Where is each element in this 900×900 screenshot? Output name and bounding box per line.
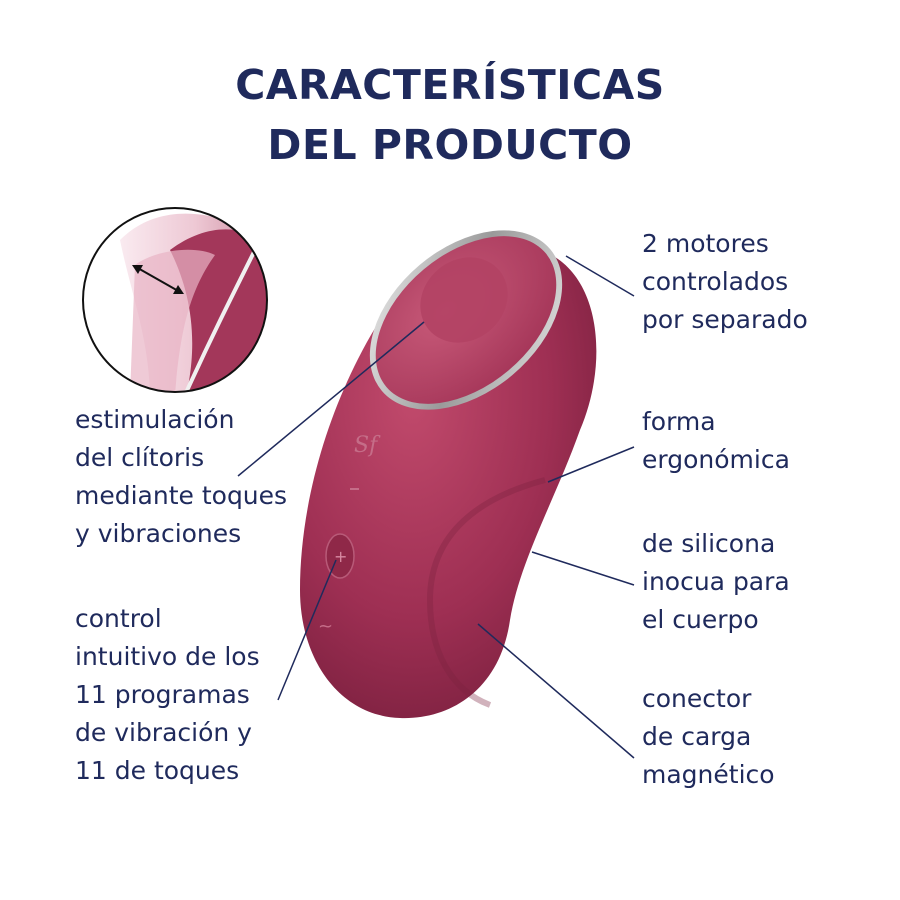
feature-line: forma	[642, 407, 716, 436]
feature-line: el cuerpo	[642, 605, 759, 634]
feature-silicone: de silicona inocua para el cuerpo	[642, 525, 790, 639]
feature-clitoral-stimulation: estimulación del clítoris mediante toque…	[75, 401, 287, 553]
page-title: CARACTERÍSTICAS DEL PRODUCTO	[0, 55, 900, 175]
device-suction-opening	[420, 257, 508, 343]
feature-line: de silicona	[642, 529, 776, 558]
leader-line-clitoris	[237, 321, 425, 477]
feature-line: control	[75, 604, 162, 633]
feature-line: mediante toques	[75, 481, 288, 510]
feature-line: conector	[642, 684, 752, 713]
feature-line: inocua para	[642, 567, 790, 596]
feature-line: por separado	[642, 305, 808, 334]
leader-line-shape	[547, 446, 635, 483]
double-arrow-icon	[132, 265, 184, 294]
feature-line: y vibraciones	[75, 519, 242, 548]
feature-ergonomic-shape: forma ergonómica	[642, 403, 790, 479]
leader-line-silicone	[531, 551, 635, 586]
feature-magnetic-charger: conector de carga magnético	[642, 680, 775, 794]
title-line-1: CARACTERÍSTICAS	[235, 61, 665, 109]
feature-line: de vibración y	[75, 718, 252, 747]
feature-line: 11 programas	[75, 680, 250, 709]
feature-intuitive-control: control intuitivo de los 11 programas de…	[75, 600, 260, 790]
leader-line-motors	[565, 255, 635, 297]
leader-line-charger	[477, 623, 635, 759]
device-contour	[426, 477, 546, 708]
feature-line: del clítoris	[75, 443, 205, 472]
feature-line: ergonómica	[642, 445, 790, 474]
feature-line: controlados	[642, 267, 789, 296]
plus-icon: +	[334, 547, 347, 566]
feature-line: intuitivo de los	[75, 642, 260, 671]
feature-line: de carga	[642, 722, 752, 751]
feature-two-motors: 2 motores controlados por separado	[642, 225, 808, 339]
feature-line: 2 motores	[642, 229, 769, 258]
feature-line: magnético	[642, 760, 775, 789]
wave-icon: ~	[318, 616, 333, 637]
feature-line: estimulación	[75, 405, 235, 434]
title-line-2: DEL PRODUCTO	[267, 121, 633, 169]
minus-icon	[350, 488, 359, 490]
brand-logo-icon: Sf	[354, 433, 381, 458]
zoom-circle-border	[82, 207, 268, 393]
feature-line: 11 de toques	[75, 756, 240, 785]
leader-line-control	[277, 559, 337, 701]
